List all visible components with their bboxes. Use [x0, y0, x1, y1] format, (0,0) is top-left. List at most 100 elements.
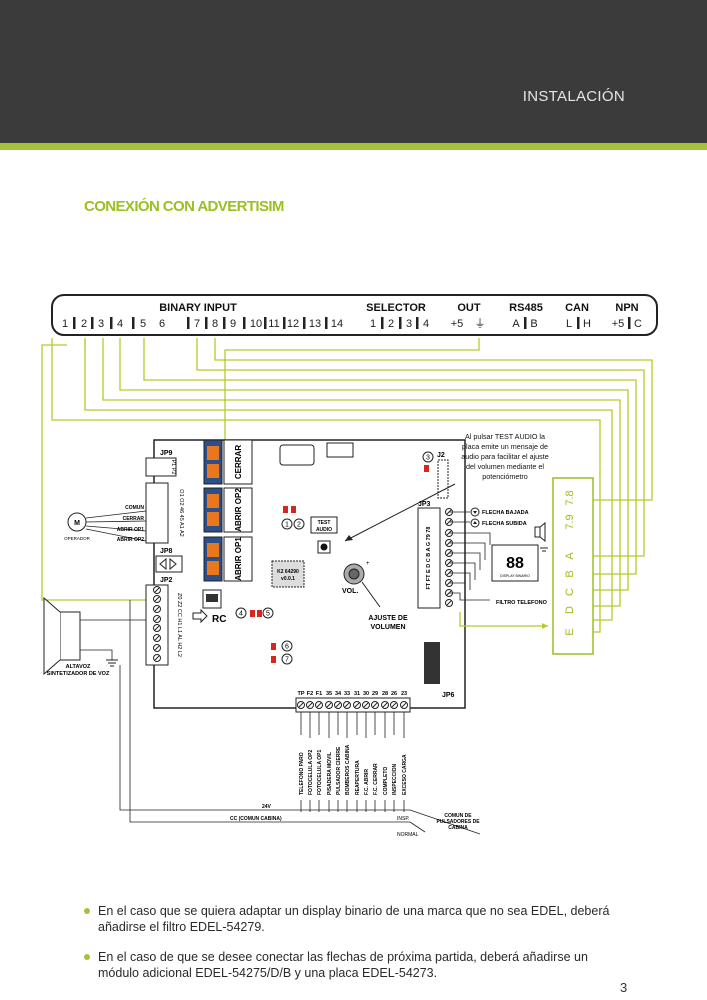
screw-slot — [335, 702, 341, 708]
out-terminal: +5 — [451, 318, 464, 330]
power-module — [424, 642, 440, 684]
led-indicator — [424, 465, 429, 472]
binary-terminal: 3 — [98, 318, 104, 330]
header-accent-line — [0, 143, 707, 150]
note-item: En el caso que se quiera adaptar un disp… — [84, 903, 624, 935]
terminal-separator — [223, 317, 226, 329]
jp8-arrows-icon — [159, 557, 177, 571]
jp6-terminal: F1 — [316, 691, 322, 697]
jp6-terminal: 29 — [372, 691, 378, 697]
group-label-selector: SELECTOR — [366, 302, 426, 314]
selector-terminal: 3 — [406, 318, 412, 330]
jp3-terminal-labels: FT FT E D C B A G 79 78 — [426, 527, 432, 590]
binary-terminal: 12 — [287, 318, 299, 330]
motor-wire-labels: COMUN CERRAR ABRIR OP1 ABRIR OP2 — [117, 505, 145, 543]
screw-slot — [154, 596, 160, 602]
jp2-screws — [153, 586, 161, 662]
telefono-arrowhead — [542, 623, 548, 629]
bottom-wires — [119, 600, 481, 835]
jp6-function-label: PISADERA MOVIL — [327, 752, 333, 795]
relay-label: CERRAR — [234, 445, 243, 479]
binary-terminal: 9 — [230, 318, 236, 330]
terminal-separator — [264, 317, 267, 329]
binary-terminal: 7 — [194, 318, 200, 330]
jp3-connector — [417, 507, 441, 609]
jp8-label: JP8 — [160, 548, 173, 555]
led-number: 6 — [285, 644, 289, 651]
rs485-terminal: B — [530, 318, 537, 330]
ajuste-label-2: VOLUMEN — [371, 624, 406, 631]
terminal-separator — [73, 317, 76, 329]
jp6-function-label: COMPLETO — [383, 767, 389, 795]
speaker-wires — [80, 619, 146, 660]
relay-body — [223, 439, 253, 485]
test-audio-button-cap — [320, 543, 328, 551]
insp-label: INSP. — [397, 816, 409, 822]
microcontroller-chip — [271, 560, 305, 588]
led-indicator — [283, 506, 288, 513]
arrow-down-glyph — [473, 511, 477, 514]
motor-letter: M — [74, 520, 80, 527]
test-audio-note: Al pulsar TEST AUDIO la placa emite un m… — [461, 432, 549, 481]
ajuste-pointer — [361, 581, 381, 608]
green-box-label: C — [564, 588, 576, 596]
relay-terminal — [207, 464, 219, 478]
led-number-badge — [262, 607, 274, 619]
speaker-label-2: SINTETIZADOR DE VOZ — [47, 671, 110, 677]
binary-terminal: 2 — [81, 318, 87, 330]
terminal-separator — [577, 317, 580, 329]
jp6-terminal: 35 — [326, 691, 332, 697]
svg-text:CABINA: CABINA — [448, 825, 468, 831]
led-number-badge — [281, 640, 293, 652]
terminal-separator — [399, 317, 402, 329]
jp6-terminal: 33 — [344, 691, 350, 697]
svg-text:ABRIR OP1: ABRIR OP1 — [117, 527, 144, 533]
terminal-separator — [110, 317, 113, 329]
speaker-body — [59, 611, 81, 661]
binary-terminal: 14 — [331, 318, 343, 330]
green-box-label: E — [564, 628, 576, 635]
screw-slot — [446, 600, 452, 606]
jp6-terminal: F2 — [307, 691, 313, 697]
relay-label: ABRIR OP2 — [234, 488, 243, 532]
page-number: 3 — [620, 980, 628, 995]
green-terminal-box — [552, 477, 594, 655]
jp6-function-label: TELEFONO PARO — [299, 752, 305, 795]
screw-slot — [372, 702, 378, 708]
npn-terminal: C — [634, 318, 642, 330]
db9-connector — [279, 444, 315, 466]
v24-label: 24V — [262, 804, 272, 810]
terminal-separator — [91, 317, 94, 329]
display-wires — [449, 511, 491, 601]
display-ground-icon — [540, 547, 548, 552]
relay-body — [223, 536, 253, 582]
green-box-label: D — [564, 606, 576, 614]
green-box-label: B — [564, 570, 576, 577]
binary-terminal: 8 — [212, 318, 218, 330]
led-indicator — [271, 656, 276, 663]
terminal-separator — [325, 317, 328, 329]
header-connector — [326, 442, 354, 458]
binary-terminal: 4 — [117, 318, 123, 330]
led-number-badge — [422, 451, 434, 463]
selector-terminal: 1 — [370, 318, 376, 330]
notes-list: En el caso que se quiera adaptar un disp… — [84, 903, 624, 995]
terminal-separator — [205, 317, 208, 329]
potentiometer-knob — [348, 568, 360, 580]
op-terminal-strip — [145, 482, 169, 544]
led-number-badge — [235, 607, 247, 619]
terminal-separator — [524, 317, 527, 329]
jp3-screws — [445, 508, 453, 607]
test-audio-label-1: TEST — [318, 520, 331, 526]
led-number: 5 — [266, 611, 270, 618]
chip-label-2: v0.0.1 — [281, 576, 295, 582]
jp6-function-label: FOTOCELULA OP2 — [308, 750, 314, 796]
screw-slot — [154, 645, 160, 651]
jp6-terminal: 28 — [382, 691, 388, 697]
group-label-can: CAN — [565, 302, 589, 314]
op-terminal-labels: O1 O2 46 45 A1 A2 — [178, 489, 184, 536]
